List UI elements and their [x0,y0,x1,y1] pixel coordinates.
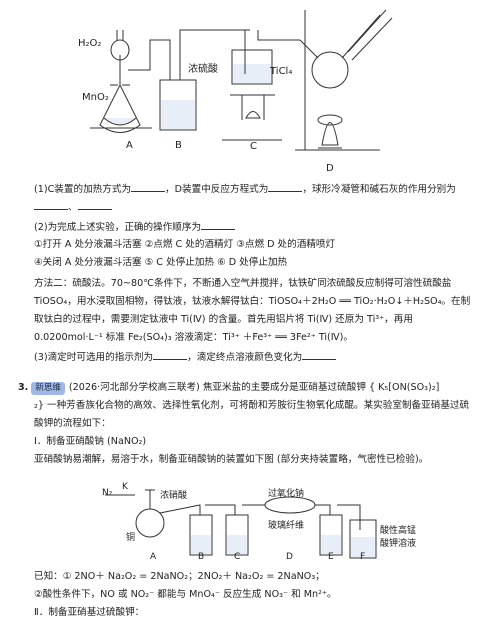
n2-label: N₂ [102,488,113,498]
method-2-line-3: 取钛白的过程中，需要测定钛液中 Ti(Ⅳ) 的含量。首先用铝片将 Ti(Ⅳ) 还… [34,314,413,325]
apparatus-figure-2 [105,489,377,559]
fig2-f-label: F [360,552,366,562]
copper-label: 铜 [126,533,136,543]
known-2: ②酸性条件下，NO 或 NO₂⁻ 都能与 MnO₄⁻ 反应生成 NO₃⁻ 和 M… [34,589,337,600]
method-2-line-4: 0.0200mol·L⁻¹ 标准 Fe₂(SO₄)₃ 溶液滴定：Ti³⁺ ＋Fe… [34,332,353,343]
apparatus-d-label: D [326,163,334,174]
h2o2-label: H₂O₂ [78,38,102,49]
apparatus-a-label: A [126,140,133,151]
sodium-peroxide-label: 过氧化钠 [268,489,305,499]
apparatus-b-label: B [175,140,182,151]
h2so4-label: 浓硫酸 [188,64,218,75]
kmno4-label-1: 酸性高锰 [380,526,417,536]
kmno4-label-2: 酸钾溶液 [380,539,417,549]
problem-3-header: 3. 新思维(2026·河北部分学校高三联考) 焦亚米盐的主要成分是亚硝基过硫酸… [18,382,440,395]
problem-3-line-3: 酸钾的流程如下： [34,418,111,429]
fig2-a-label: A [150,552,157,562]
fig2-c-label: C [234,552,241,562]
nitric-acid-label: 浓硝酸 [160,491,188,501]
fig2-d-label: D [286,552,293,562]
section-2-title: Ⅱ．制备亚硝基过硫酸钾： [34,607,145,618]
glass-fiber-label: 玻璃纤维 [268,521,305,531]
fig2-b-label: B [198,552,205,562]
apparatus-figure-1 [90,9,393,151]
ticl4-label: TiCl₄ [270,66,293,77]
question-2: (2)为完成上述实验，正确的操作顺序为 [34,220,492,234]
question-3: (3)滴定时可选用的指示剂为，滴定终点溶液颜色变化为 [34,350,492,364]
question-1-blanks: 、 [34,200,492,214]
problem-number: 3. [18,382,29,393]
question-1: (1)C装置的加热方式为，D装置中反应方程式为，球形冷凝管和碱石灰的作用分别为 [34,184,456,195]
k-valve-label: K [122,482,128,492]
fig2-e-label: E [328,552,334,562]
section-1-title: Ⅰ．制备亚硝酸钠 (NaNO₂) [34,436,147,447]
known-1: 已知：① 2NO＋ Na₂O₂ = 2NaNO₂；2NO₂＋ Na₂O₂ = 2… [34,571,325,582]
method-2-line-1: 方法二：硫酸法。70~80℃条件下，不断通入空气并搅拌，钛铁矿同浓硫酸反应制得可… [34,278,452,289]
new-thinking-tag: 新思维 [31,382,65,395]
section-1-desc: 亚硝酸钠易潮解，易溶于水，制备亚硝酸钠的装置如下图 (部分夹持装置略，气密性已检… [34,454,429,465]
operations-row-1: ①打开 A 处分液漏斗活塞 ②点燃 C 处的酒精灯 ③点燃 D 处的酒精喷灯 [34,239,336,250]
method-2-line-2: TiOSO₄，用水浸取固相物，得钛液，钛液水解得钛白：TiOSO₄＋2H₂O ═… [34,296,471,307]
operations-row-2: ④关闭 A 处分液漏斗活塞 ⑤ C 处停止加热 ⑥ D 处停止加热 [34,257,288,268]
mno2-label: MnO₂ [82,92,109,103]
apparatus-c-label: C [250,141,257,152]
problem-3-line-2: ₂} 一种芳香族化合物的高效、选择性氧化剂，可将酚和芳胺衍生物氧化成醌。某实验室… [34,400,470,411]
